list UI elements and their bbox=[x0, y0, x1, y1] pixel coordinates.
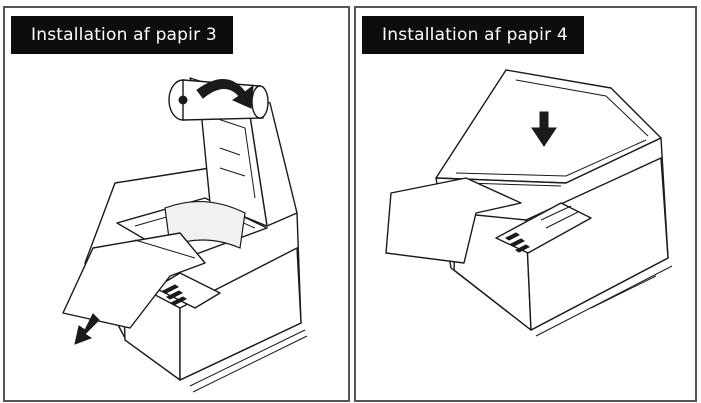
step-panel-3: Installation af papir 3 bbox=[3, 6, 350, 402]
step-panel-4: Installation af papir 4 bbox=[354, 6, 697, 402]
rotate-arrow-icon bbox=[196, 79, 254, 109]
printer-closed-illustration bbox=[385, 69, 673, 337]
press-down-arrow-icon bbox=[531, 111, 557, 147]
step-4-caption: Installation af papir 4 bbox=[362, 16, 584, 54]
printer-open-illustration bbox=[62, 77, 308, 393]
step-3-caption: Installation af papir 3 bbox=[11, 16, 233, 54]
paper-pull-arrow-icon bbox=[74, 313, 100, 345]
